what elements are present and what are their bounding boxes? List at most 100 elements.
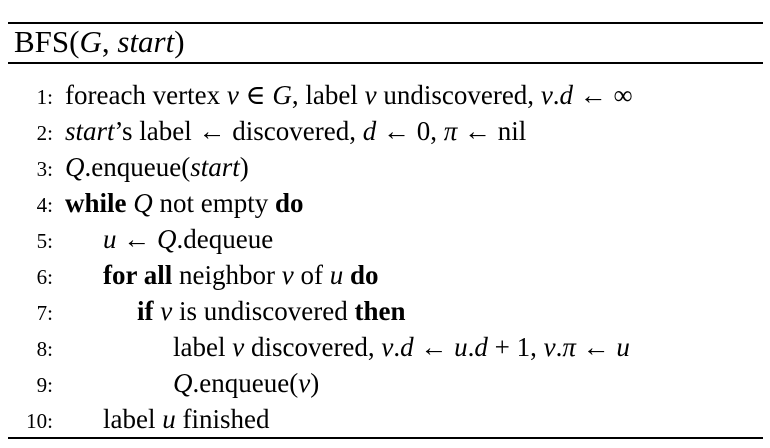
text-segment: neighbor xyxy=(172,260,282,290)
text-segment: v xyxy=(381,332,394,362)
text-segment: v xyxy=(543,332,556,362)
text-segment: ∈ xyxy=(238,80,273,110)
code-line: 4:while Q not empty do xyxy=(0,185,770,221)
algorithm-title: BFS(G, start) xyxy=(14,25,185,59)
text-segment: d xyxy=(400,332,414,362)
line-number: 5: xyxy=(36,229,53,253)
text-segment: . xyxy=(467,332,475,362)
top-rule xyxy=(8,22,763,24)
text-segment: Q xyxy=(173,368,193,398)
text-segment: u xyxy=(454,332,468,362)
text-segment: . xyxy=(393,332,401,362)
line-number: 4: xyxy=(36,193,53,217)
header-rule xyxy=(8,62,763,64)
text-segment: , xyxy=(101,24,118,59)
text-segment: start xyxy=(65,116,115,146)
text-segment: v xyxy=(364,80,377,110)
line-number: 1: xyxy=(36,85,53,109)
code-line: 10: label u finished xyxy=(0,401,770,437)
line-content: start’s label ← discovered, d ← 0, π ← n… xyxy=(53,116,526,146)
text-segment: do xyxy=(349,260,379,290)
text-segment: π xyxy=(562,332,576,362)
text-segment: v xyxy=(540,80,553,110)
text-segment: then xyxy=(354,296,406,326)
line-number: 8: xyxy=(36,337,53,361)
text-segment: label xyxy=(173,332,233,362)
text-segment: v xyxy=(226,80,239,110)
text-segment: v xyxy=(232,332,245,362)
line-number: 9: xyxy=(36,373,53,397)
line-content: for all neighbor v of u do xyxy=(91,260,379,290)
text-segment: G xyxy=(272,80,292,110)
line-content: while Q not empty do xyxy=(53,188,304,218)
text-segment: v xyxy=(298,368,311,398)
code-line: 6: for all neighbor v of u do xyxy=(0,257,770,293)
text-segment: undiscovered, xyxy=(376,80,541,110)
code-line: 3:Q.enqueue(start) xyxy=(0,149,770,185)
text-segment: ) xyxy=(239,152,249,182)
text-segment: .enqueue( xyxy=(192,368,299,398)
text-segment: ← 0, xyxy=(376,116,444,146)
text-segment: π xyxy=(443,116,458,146)
line-content: label v discovered, v.d ← u.d + 1, v.π ←… xyxy=(161,332,630,362)
text-segment: start xyxy=(117,24,175,59)
line-content: Q.enqueue(v) xyxy=(161,368,319,398)
text-segment: G xyxy=(79,24,102,59)
text-segment: discovered, xyxy=(244,332,382,362)
line-content: foreach vertex v ∈ G, label v undiscover… xyxy=(53,80,633,110)
line-number: 6: xyxy=(36,265,53,289)
line-number: 2: xyxy=(36,121,53,145)
text-segment: .dequeue xyxy=(176,224,274,254)
text-segment: is undiscovered xyxy=(172,296,355,326)
line-number: 10: xyxy=(26,409,53,433)
text-segment: . xyxy=(552,80,560,110)
text-segment: u xyxy=(103,224,117,254)
text-segment: u xyxy=(162,404,176,434)
text-segment: do xyxy=(275,188,304,218)
text-segment: of xyxy=(293,260,330,290)
code-line: 2:start’s label ← discovered, d ← 0, π ←… xyxy=(0,113,770,149)
code-line: 1:foreach vertex v ∈ G, label v undiscov… xyxy=(0,77,770,113)
text-segment: , label xyxy=(291,80,365,110)
code-line: 5: u ← Q.dequeue xyxy=(0,221,770,257)
text-segment: Q xyxy=(133,188,153,218)
text-segment: Q xyxy=(157,224,177,254)
algorithm-lines: 1:foreach vertex v ∈ G, label v undiscov… xyxy=(0,77,770,437)
text-segment: label xyxy=(103,404,163,434)
text-segment: ) xyxy=(310,368,320,398)
text-segment: d xyxy=(362,116,377,146)
code-line: 9: Q.enqueue(v) xyxy=(0,365,770,401)
text-segment: Q xyxy=(65,152,85,182)
text-segment: ← xyxy=(116,224,157,254)
text-segment: start xyxy=(190,152,240,182)
text-segment: ← xyxy=(413,332,455,362)
line-content: if v is undiscovered then xyxy=(125,296,405,326)
text-segment: not empty xyxy=(152,188,276,218)
text-segment: BFS( xyxy=(14,24,80,59)
text-segment: finished xyxy=(175,404,270,434)
text-segment: .enqueue( xyxy=(84,152,191,182)
text-segment: . xyxy=(555,332,563,362)
text-segment: for all xyxy=(103,260,173,290)
line-content: u ← Q.dequeue xyxy=(91,224,273,254)
line-content: Q.enqueue(start) xyxy=(53,152,249,182)
text-segment: while xyxy=(65,188,127,218)
text-segment: v xyxy=(281,260,294,290)
code-line: 8: label v discovered, v.d ← u.d + 1, v.π… xyxy=(0,329,770,365)
text-segment: u xyxy=(616,332,630,362)
text-segment: d xyxy=(474,332,488,362)
text-segment xyxy=(343,260,350,290)
line-content: label u finished xyxy=(91,404,269,434)
code-line: 7: if v is undiscovered then xyxy=(0,293,770,329)
text-segment: ← ∞ xyxy=(573,80,633,110)
text-segment: ← nil xyxy=(457,116,527,146)
text-segment: ) xyxy=(174,24,185,59)
text-segment: ’s label ← discovered, xyxy=(114,116,363,146)
bottom-rule xyxy=(8,437,763,439)
line-number: 3: xyxy=(36,157,53,181)
text-segment: foreach vertex xyxy=(65,80,227,110)
text-segment: v xyxy=(160,296,173,326)
text-segment: d xyxy=(559,80,574,110)
line-number: 7: xyxy=(36,301,53,325)
